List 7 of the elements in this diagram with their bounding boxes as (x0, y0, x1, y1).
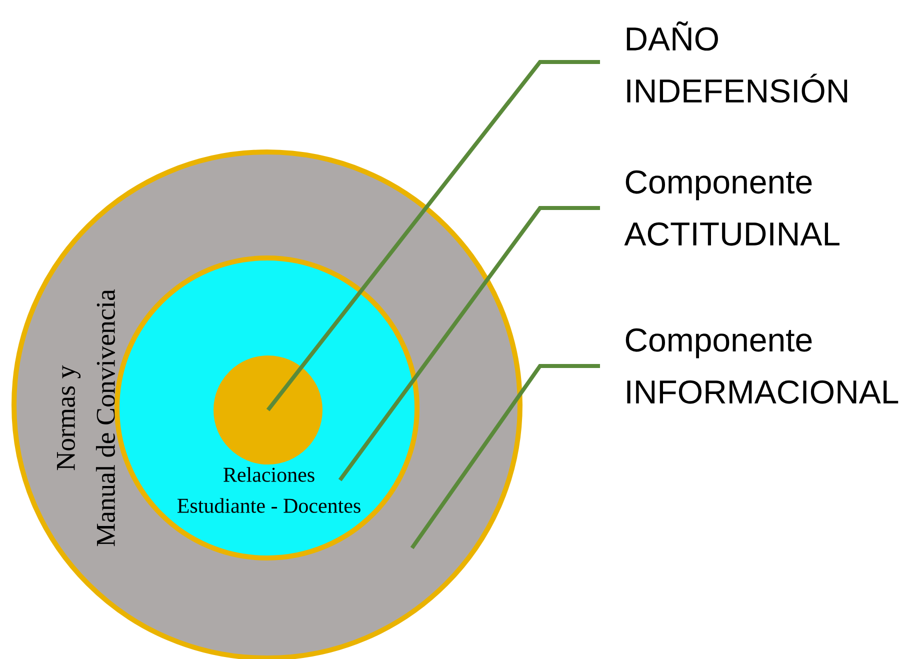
leader-line (410, 364, 600, 550)
core-circle (214, 356, 322, 464)
label-text: DAÑO INDEFENSIÓN (626, 21, 848, 103)
leader-line (338, 206, 600, 482)
label-text: Componente INFORMACIONAL (626, 328, 898, 404)
label-text: Componente ACTITUDINAL (624, 170, 840, 246)
leader-line (266, 60, 600, 412)
